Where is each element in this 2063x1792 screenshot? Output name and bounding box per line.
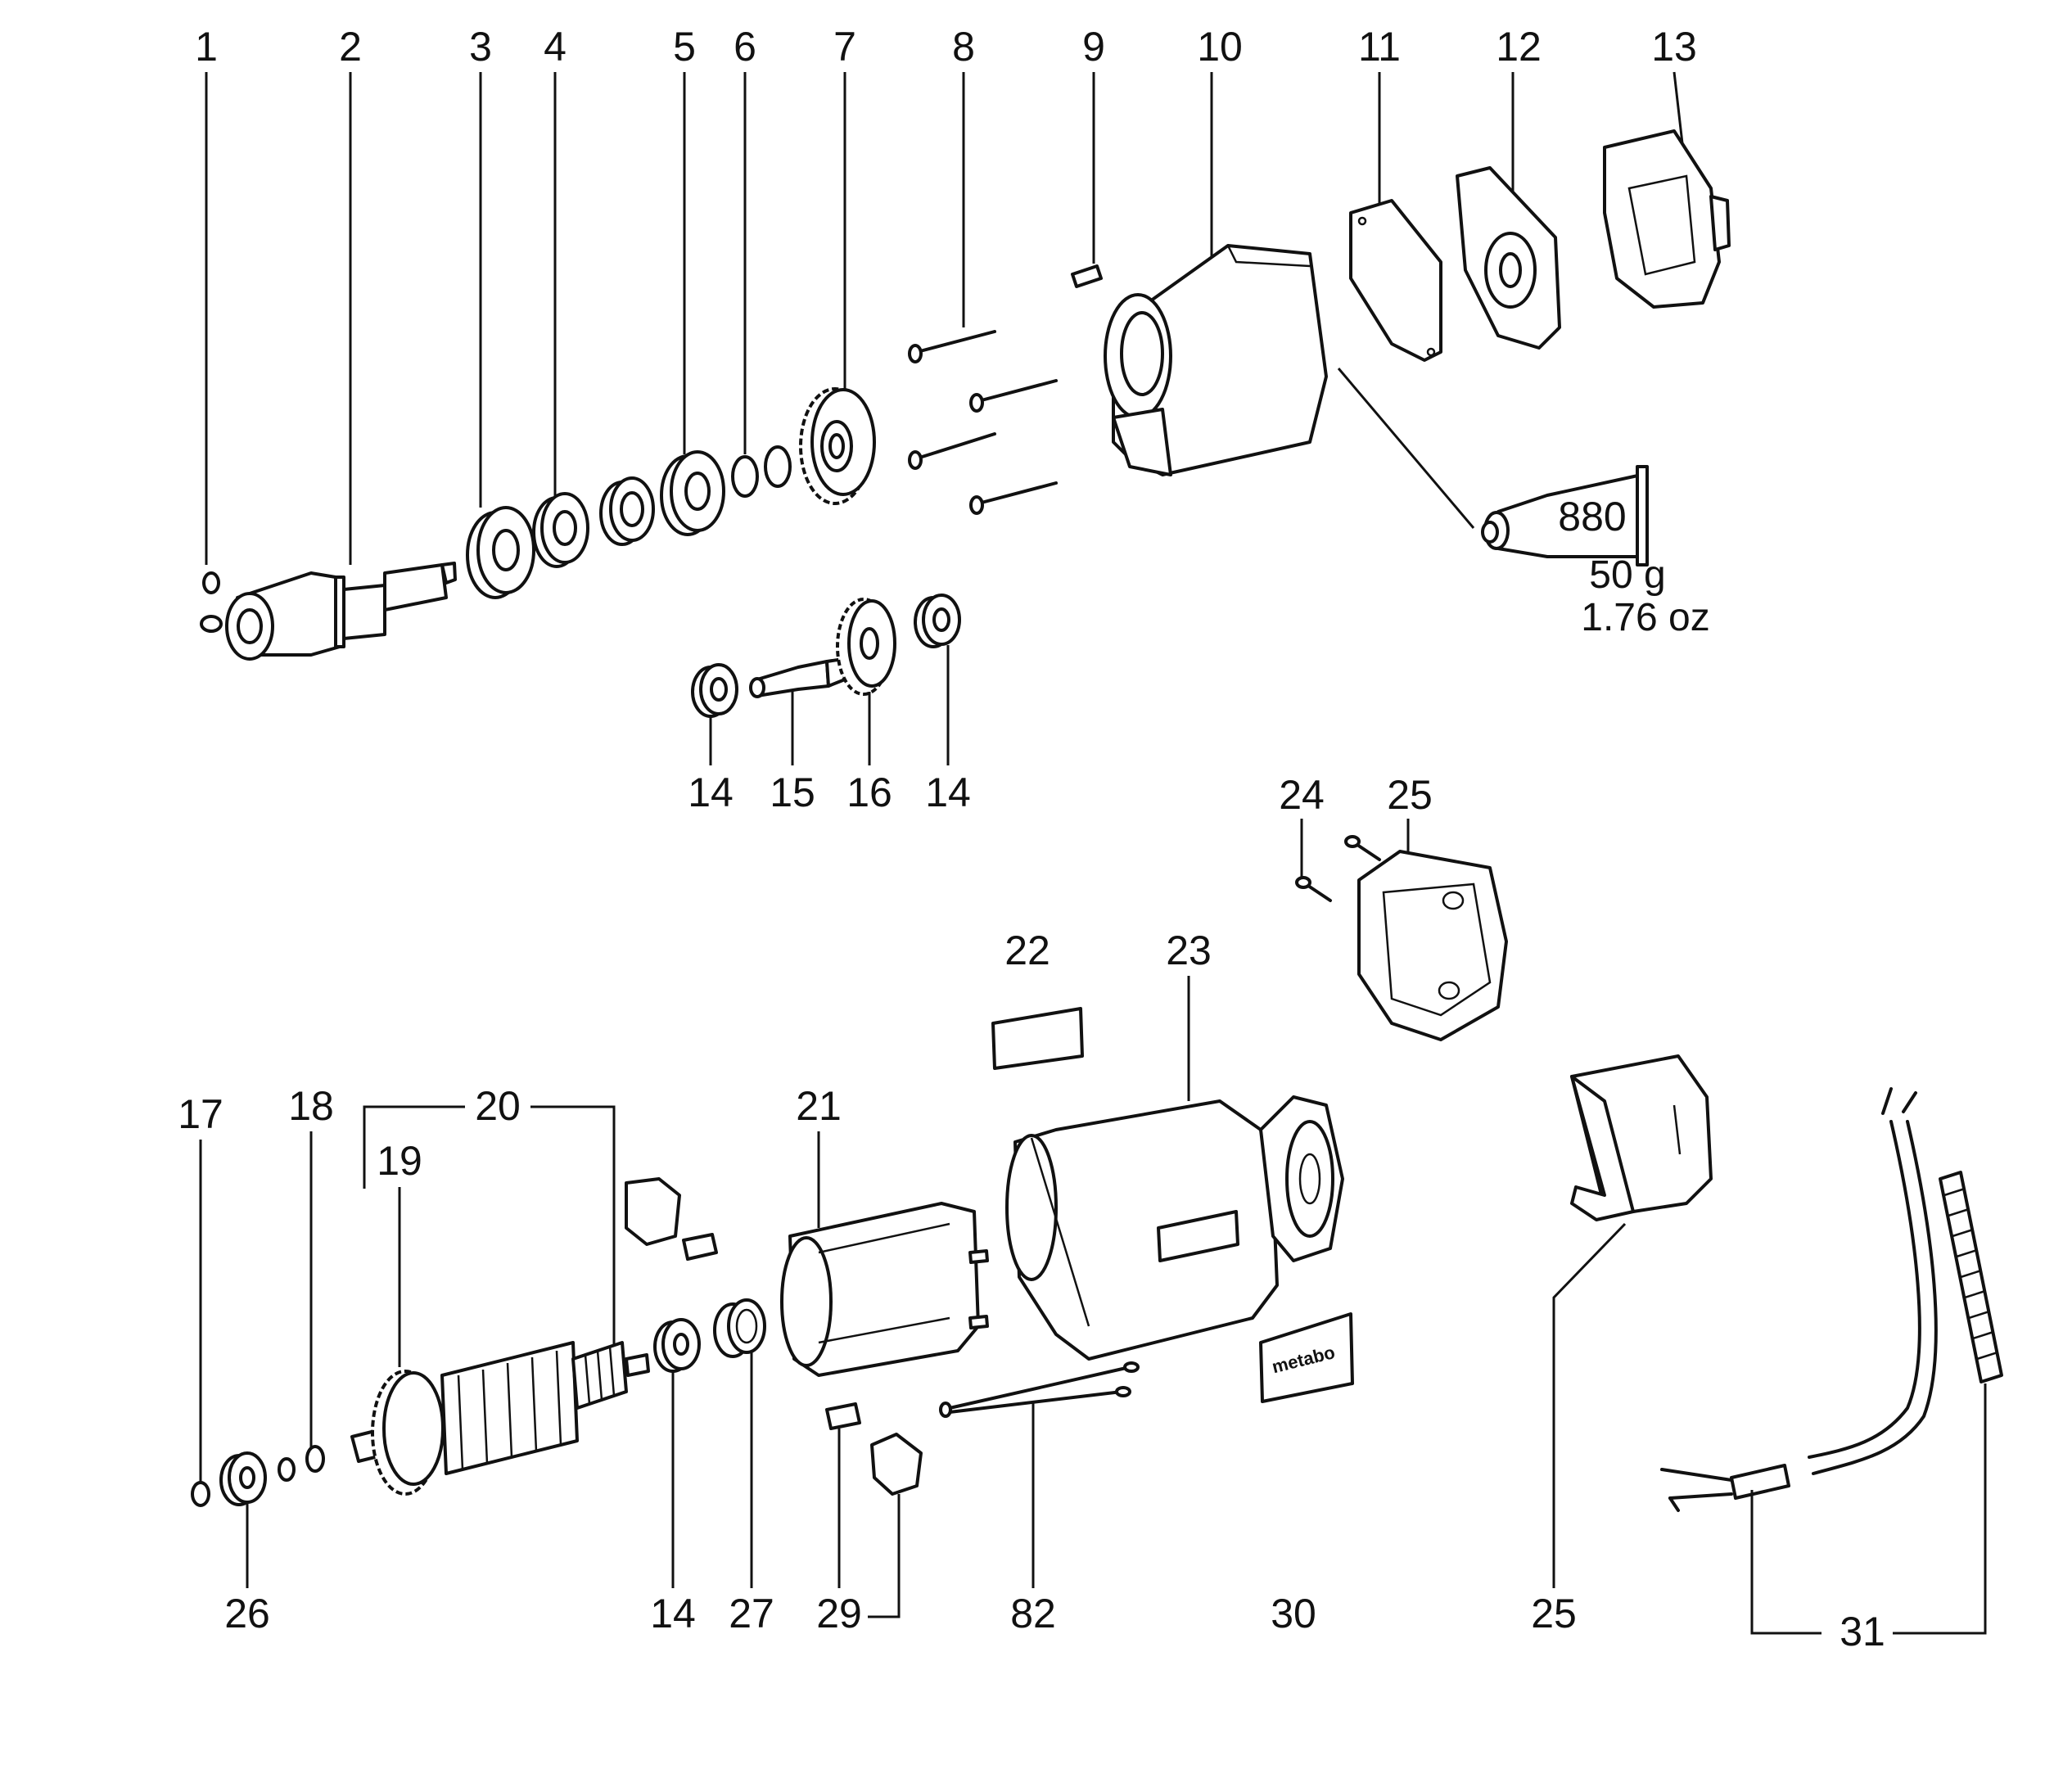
label-14a: 14 (688, 770, 734, 815)
label-27: 27 (729, 1591, 774, 1636)
grease-tube: 880 50 g 1.76 oz (1337, 368, 1710, 639)
part-24-screws: 24 (1279, 772, 1381, 902)
part-1-pins (200, 571, 223, 633)
callout-13: 13 (1651, 24, 1697, 144)
callout-12: 12 (1496, 24, 1542, 201)
label-9: 9 (1082, 24, 1105, 70)
label-5: 5 (673, 24, 696, 70)
label-15: 15 (770, 770, 815, 815)
label-29: 29 (816, 1591, 862, 1636)
part-29-brush: 29 (816, 1402, 923, 1636)
label-7: 7 (833, 24, 856, 70)
part-25-cover-top: 25 (1357, 772, 1508, 1041)
label-82: 82 (1010, 1591, 1056, 1636)
label-19: 19 (377, 1138, 422, 1184)
label-23: 23 (1166, 928, 1212, 973)
part-25-handle-cover: 25 (1531, 1054, 1713, 1636)
callout-18: 18 (288, 1083, 334, 1449)
callout-7: 7 (833, 24, 856, 401)
label-14c: 14 (650, 1591, 696, 1636)
callout-4: 4 (544, 24, 567, 508)
part-13-cap (1603, 129, 1731, 309)
callout-8: 8 (952, 24, 975, 327)
grease-weight-metric: 50 g (1589, 553, 1665, 597)
callout-2: 2 (339, 24, 362, 565)
part-11-gasket (1349, 199, 1442, 362)
label-8: 8 (952, 24, 975, 70)
label-17: 17 (178, 1091, 223, 1137)
callout-9: 9 (1082, 24, 1105, 264)
label-16: 16 (846, 770, 892, 815)
part-16-gear: 16 (836, 598, 896, 815)
part-14-bearing-b: 14 (914, 594, 971, 815)
label-24: 24 (1279, 772, 1325, 818)
part-21-stator: 21 (780, 1083, 989, 1377)
part-26-bearing: 26 (219, 1451, 270, 1636)
part-14-bearing-a: 14 (688, 663, 738, 815)
part-82-wire-leads: 82 (939, 1361, 1140, 1636)
part-18-rings (278, 1445, 325, 1482)
callout-17: 17 (178, 1091, 223, 1507)
part-8-screws (908, 330, 1058, 515)
label-13: 13 (1651, 24, 1697, 70)
label-10: 10 (1197, 24, 1243, 70)
callout-10: 10 (1197, 24, 1243, 264)
label-20: 20 (475, 1083, 521, 1129)
label-14b: 14 (925, 770, 971, 815)
part-6-washers (731, 445, 792, 498)
label-25a: 25 (1387, 772, 1433, 818)
part-31-cable: 31 (1660, 1087, 2003, 1654)
part-4b-ring (599, 476, 655, 546)
part-12-flange (1456, 166, 1561, 350)
label-4: 4 (544, 24, 567, 70)
part-20-brush-holder-top (625, 1177, 718, 1261)
label-18: 18 (288, 1083, 334, 1129)
callout-3: 3 (469, 24, 492, 508)
label-25b: 25 (1531, 1591, 1577, 1636)
label-1: 1 (195, 24, 218, 70)
part-19-armature (350, 1341, 650, 1496)
label-31: 31 (1840, 1609, 1885, 1654)
part-27-sleeve: 27 (713, 1298, 774, 1636)
callout-6: 6 (734, 24, 756, 454)
label-2: 2 (339, 24, 362, 70)
grease-code: 880 (1558, 494, 1626, 539)
part-7-gear (799, 387, 876, 505)
label-21: 21 (796, 1083, 842, 1129)
part-2-chuck-spindle (225, 562, 457, 661)
label-6: 6 (734, 24, 756, 70)
part-15-pinion-shaft: 15 (749, 657, 846, 815)
grease-weight-imperial: 1.76 oz (1581, 596, 1709, 639)
part-14-bearing-c: 14 (650, 1318, 701, 1636)
label-3: 3 (469, 24, 492, 70)
label-26: 26 (224, 1591, 270, 1636)
part-30-brand-plate: metabo 30 (1259, 1312, 1354, 1636)
callout-20: 20 (363, 1083, 616, 1355)
part-3-bearing (466, 506, 535, 599)
label-11: 11 (1358, 24, 1401, 70)
part-23-motor-housing: 23 (1005, 928, 1344, 1361)
part-4-bearing (532, 492, 589, 568)
part-22-label-plate: 22 (991, 928, 1084, 1070)
label-22: 22 (1004, 928, 1050, 973)
callout-19: 19 (377, 1138, 422, 1367)
callout-5: 5 (673, 24, 696, 454)
label-30: 30 (1271, 1591, 1316, 1636)
part-5-bearing (660, 450, 725, 536)
label-12: 12 (1496, 24, 1542, 70)
callout-1: 1 (195, 24, 218, 565)
part-10-gear-housing (1104, 244, 1328, 476)
part-9-set-screw (1071, 264, 1103, 288)
